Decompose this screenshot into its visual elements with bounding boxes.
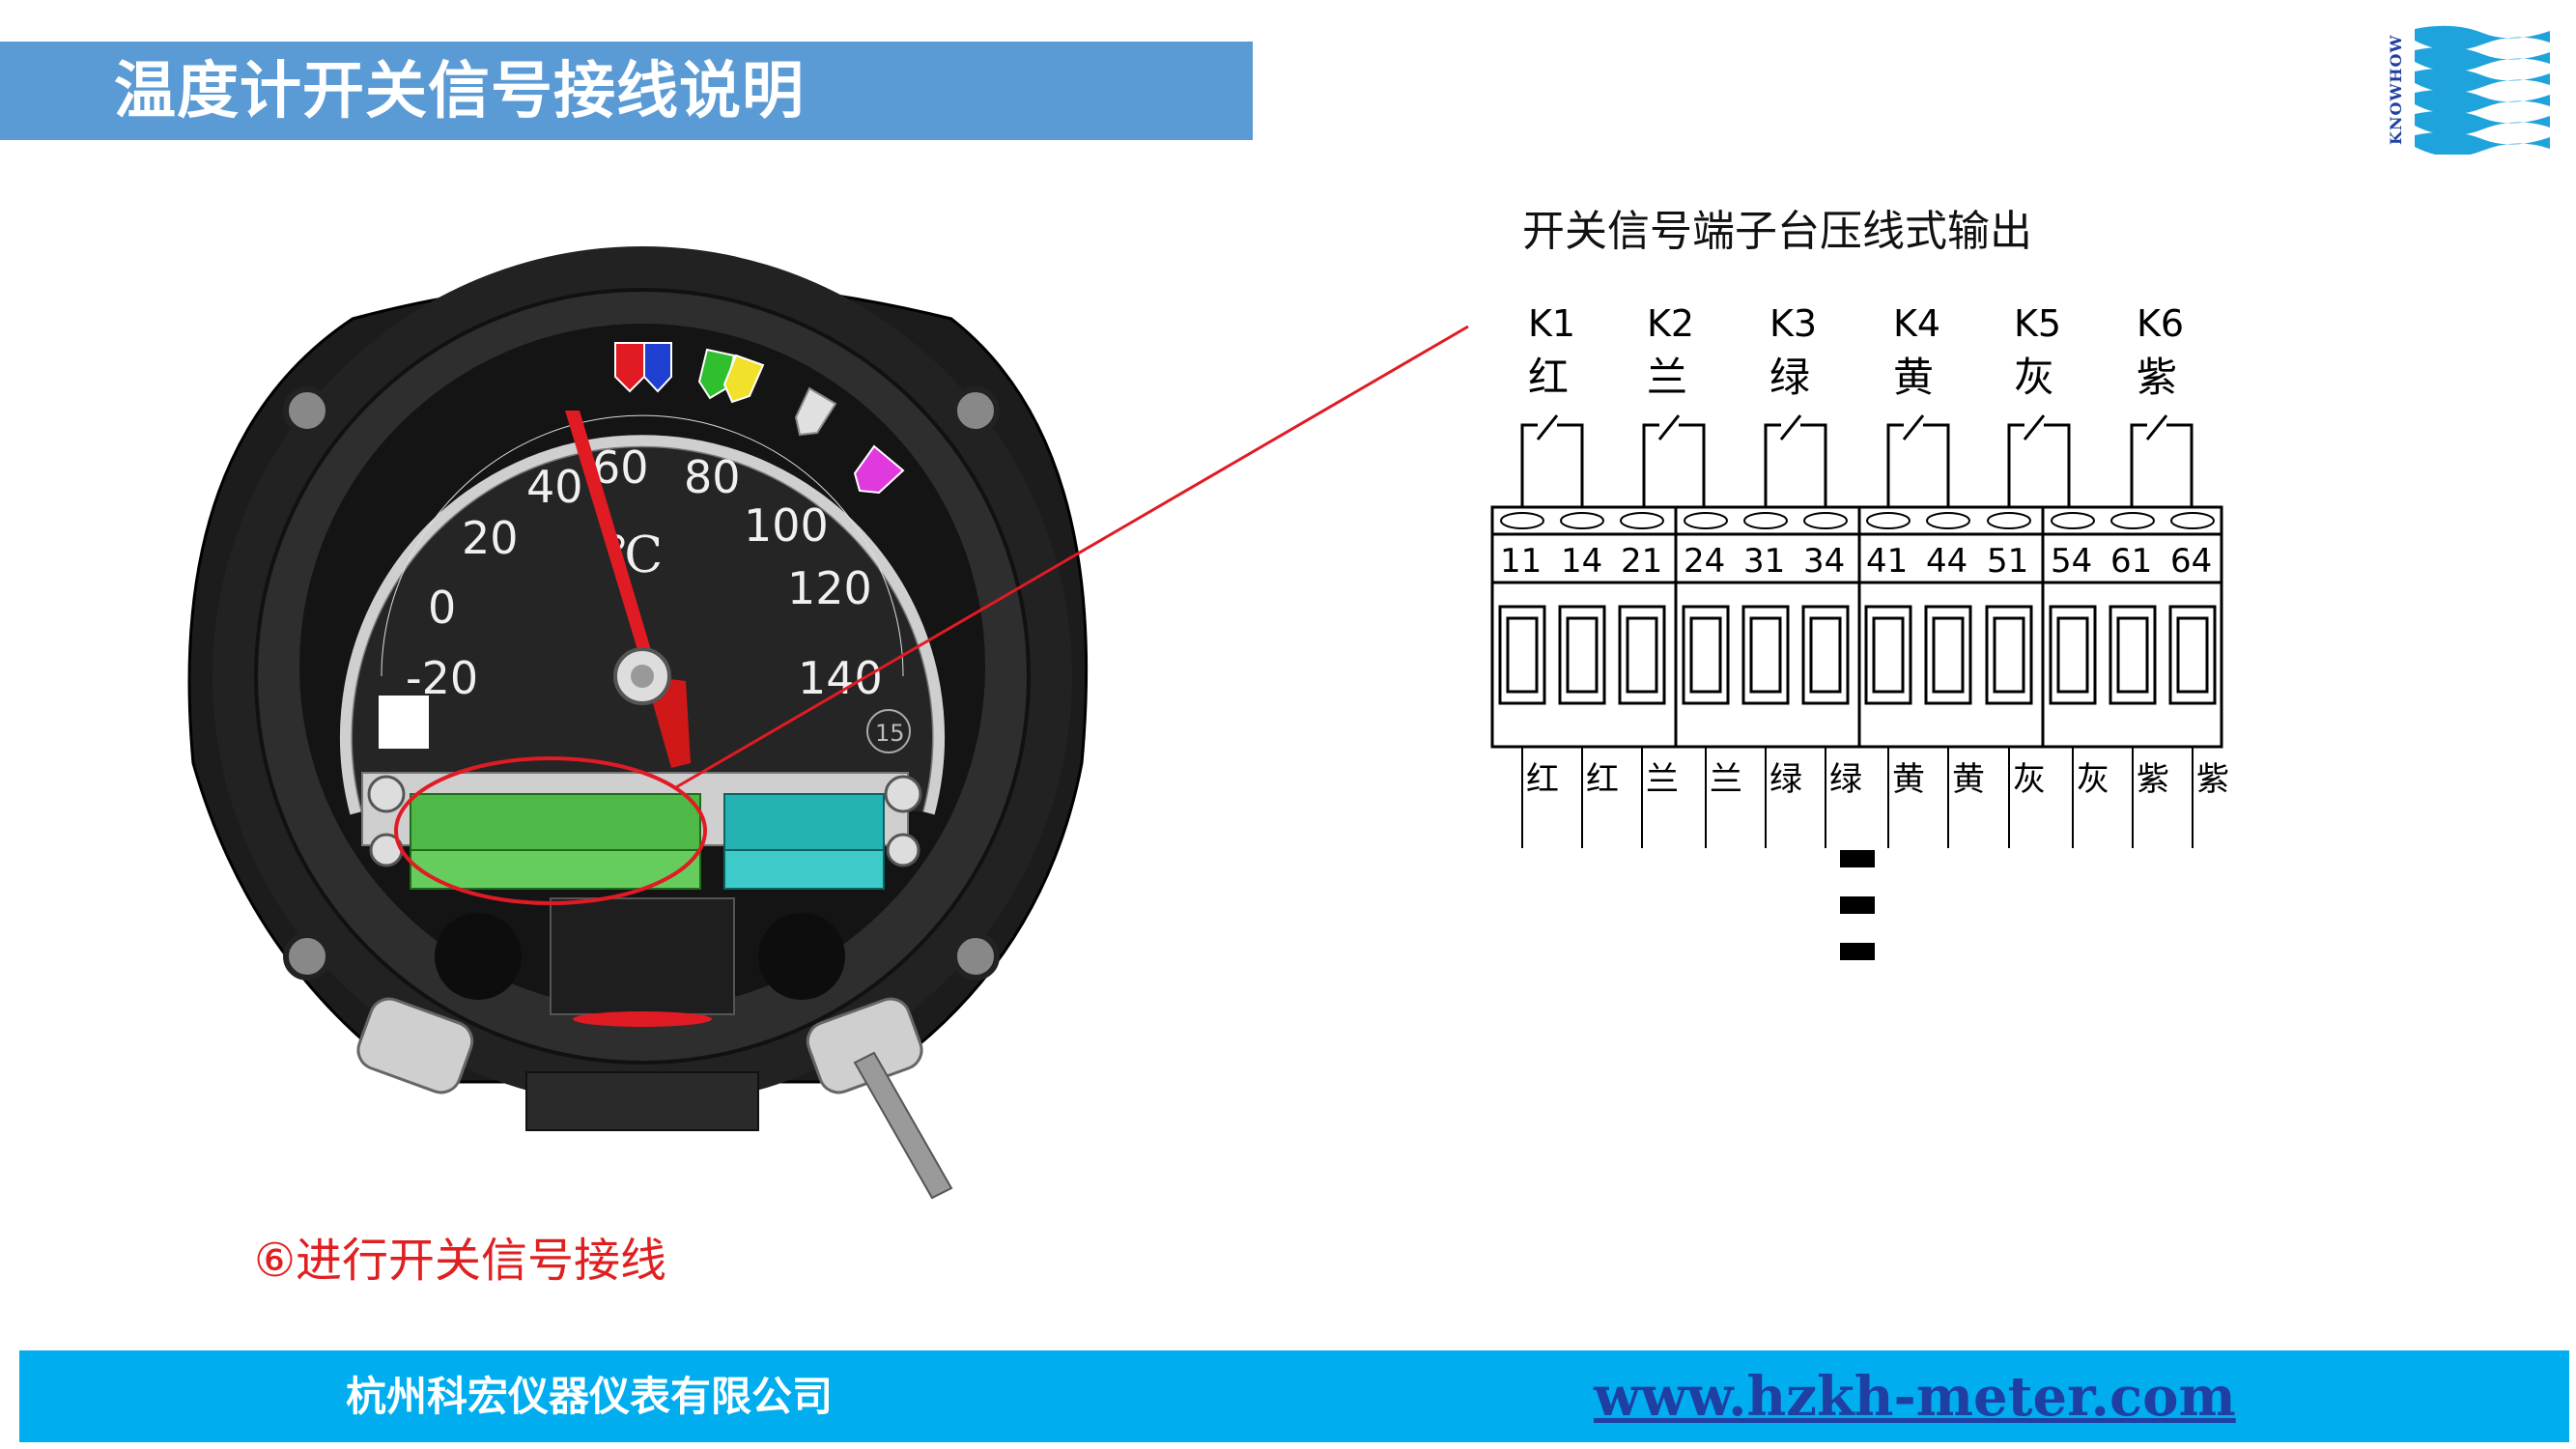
scale-label: 20	[462, 512, 519, 564]
logo-text: KNOWHOW	[2387, 35, 2405, 145]
switch-id-k5: K5	[2014, 302, 2061, 345]
terminal-number: 24	[1684, 542, 1725, 581]
footer-bar	[19, 1350, 2569, 1442]
terminal-number: 34	[1803, 542, 1845, 581]
mounting-holes	[283, 386, 1000, 980]
terminal-number: 44	[1926, 542, 1967, 581]
marker-purple	[853, 444, 905, 495]
wire-color-labels: 红 红 兰 兰 绿 绿 黄 黄 灰 灰 紫 紫	[1526, 760, 2229, 799]
switch-id-k4: K4	[1893, 302, 1940, 345]
terminal-number: 61	[2110, 542, 2152, 581]
knowhow-logo: KNOWHOW	[2386, 21, 2560, 155]
wire-color-label: 黄	[1892, 760, 1925, 799]
wire-color-label: 紫	[2196, 760, 2229, 799]
scale-label: 120	[787, 562, 872, 614]
switch-contact-symbols	[1520, 414, 2194, 507]
wire-color-label: 黄	[1952, 760, 1985, 799]
company-name: 杭州科宏仪器仪表有限公司	[346, 1373, 834, 1420]
terminal-clamps	[1498, 605, 2217, 705]
wiring-diagram: K1 红 K2 兰 K3 绿 K4 黄 K5 灰 K6 紫	[1490, 302, 2229, 960]
dial-white-square	[379, 696, 429, 749]
scale-label: 100	[744, 499, 829, 552]
terminal-number: 41	[1866, 542, 1908, 581]
terminal-number: 54	[2051, 542, 2092, 581]
wire-color-label: 绿	[1829, 760, 1862, 799]
dial-badge-label: 15	[875, 720, 905, 747]
title-bar	[0, 42, 1253, 140]
logo-waves	[2415, 25, 2550, 155]
wire-color-label: 兰	[1646, 760, 1679, 799]
dial-scale: -20 0 20 40 60 80 100 120 140	[406, 441, 883, 704]
board-screw	[886, 833, 920, 867]
scale-label: 140	[798, 652, 883, 704]
switch-color-k3: 绿	[1769, 354, 1810, 401]
terminal-number: 51	[1987, 542, 2028, 581]
wire-color-label: 红	[1526, 760, 1559, 799]
continuation-marks	[1840, 850, 1875, 960]
board-screw	[884, 775, 922, 813]
website-link[interactable]: www.hzkh-meter.com	[1594, 1365, 2236, 1429]
wire-color-label: 兰	[1710, 760, 1742, 799]
terminal-number: 64	[2170, 542, 2212, 581]
switch-color-k4: 黄	[1893, 354, 1934, 401]
wire-color-label: 灰	[2013, 760, 2046, 799]
terminal-board	[361, 772, 922, 1027]
switch-id-k6: K6	[2137, 302, 2184, 345]
cable-glands	[356, 997, 953, 1200]
board-screw	[367, 775, 406, 813]
terminal-number: 14	[1561, 542, 1602, 581]
terminal-number: 31	[1743, 542, 1785, 581]
terminal-number: 11	[1500, 542, 1542, 581]
marker-red	[614, 342, 645, 393]
switch-id-k1: K1	[1528, 302, 1575, 345]
scale-label: 0	[428, 582, 456, 634]
switch-color-k5: 灰	[2014, 354, 2054, 401]
terminal-numbers: 11 14 21 24 31 34 41 44 51 54 61 64	[1500, 542, 2212, 581]
setpoint-markers	[614, 342, 905, 495]
switch-color-k2: 兰	[1647, 354, 1687, 401]
wire-leads	[1521, 747, 2194, 848]
switch-color-k6: 紫	[2137, 354, 2177, 401]
switch-labels: K1 红 K2 兰 K3 绿 K4 黄 K5 灰 K6 紫	[1528, 302, 2184, 401]
callout-line	[675, 325, 1469, 789]
marker-gray	[794, 386, 837, 437]
dial-badge	[866, 709, 911, 753]
terminal-number: 21	[1621, 542, 1662, 581]
terminal-screws	[1500, 512, 2215, 529]
switch-id-k2: K2	[1647, 302, 1694, 345]
wire-color-label: 绿	[1769, 760, 1802, 799]
pointer-needle	[565, 411, 691, 768]
wire-color-label: 紫	[2137, 760, 2169, 799]
thermometer-gauge: -20 0 20 40 60 80 100 120 140 ℃ 15	[187, 246, 1089, 1200]
marker-blue	[643, 342, 672, 393]
dial-ticks	[381, 414, 904, 677]
terminal-block	[1490, 505, 2223, 749]
wiring-diagram-title: 开关信号端子台压线式输出	[1522, 207, 2032, 256]
page-title: 温度计开关信号接线说明	[114, 56, 805, 128]
scale-label: 40	[526, 461, 583, 513]
wire-color-label: 灰	[2077, 760, 2109, 799]
marker-yellow	[722, 354, 765, 404]
step-caption: ⑥进行开关信号接线	[254, 1234, 667, 1288]
switch-color-k1: 红	[1528, 354, 1569, 401]
scale-label: 80	[684, 451, 741, 503]
wire-color-label: 红	[1586, 760, 1619, 799]
terminal-highlight-ellipse	[394, 756, 707, 905]
switch-id-k3: K3	[1769, 302, 1817, 345]
